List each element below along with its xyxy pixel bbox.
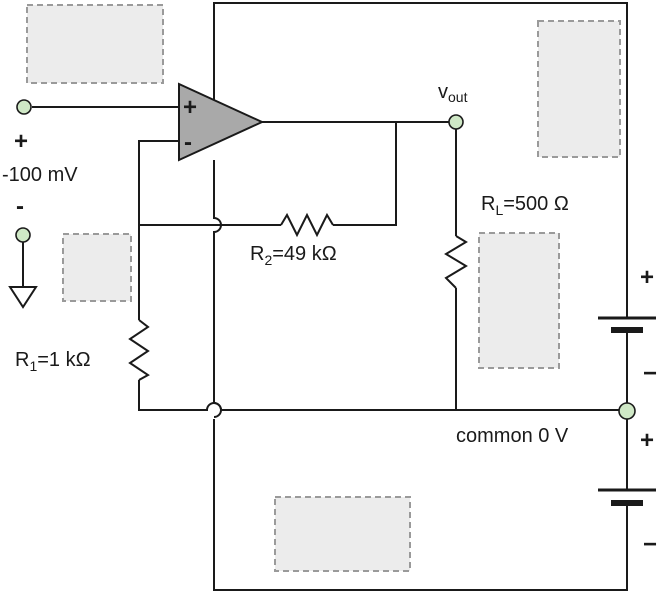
rl-label: RL=500 Ω: [481, 193, 569, 218]
ground-symbol: [8, 286, 38, 309]
input-minus-label: -: [16, 193, 24, 220]
supply-wire-bottom: [213, 419, 628, 591]
battery-bottom-minus-label: −: [643, 531, 657, 558]
common-rail: [138, 380, 627, 411]
common-label: common 0 V: [456, 425, 569, 447]
input-plus-label: +: [14, 128, 28, 155]
op-amp: [178, 82, 265, 162]
r2-label: R2=49 kΩ: [250, 243, 337, 268]
resistor-rl: [444, 235, 468, 289]
battery-bottom-plus-label: +: [640, 427, 654, 454]
r1-label: R1=1 kΩ: [15, 349, 91, 374]
supply-wire-vertical: [213, 160, 222, 418]
placeholder-box-top-left: [26, 4, 164, 84]
placeholder-box-bottom: [274, 496, 411, 572]
input-terminal-negative[interactable]: [15, 227, 31, 243]
supply-wire-top: [213, 2, 628, 318]
r2-wire-right: [333, 122, 397, 226]
placeholder-box-mid-right: [478, 232, 560, 369]
inverting-input-wire: [138, 140, 179, 320]
input-terminal-positive[interactable]: [16, 99, 32, 115]
input-voltage-label: -100 mV: [2, 164, 78, 186]
opamp-plus-sign: +: [183, 94, 197, 121]
vout-label: vout: [438, 81, 468, 105]
resistor-r1: [128, 319, 150, 381]
placeholder-box-mid-left: [62, 233, 132, 302]
opamp-minus-sign: -: [184, 129, 192, 156]
common-terminal[interactable]: [618, 402, 636, 420]
placeholder-box-top-right: [537, 20, 621, 158]
resistor-r2: [280, 212, 334, 238]
battery-top-plus-label: +: [640, 264, 654, 291]
vout-terminal[interactable]: [448, 114, 464, 130]
battery-top-minus-label: −: [643, 360, 657, 387]
